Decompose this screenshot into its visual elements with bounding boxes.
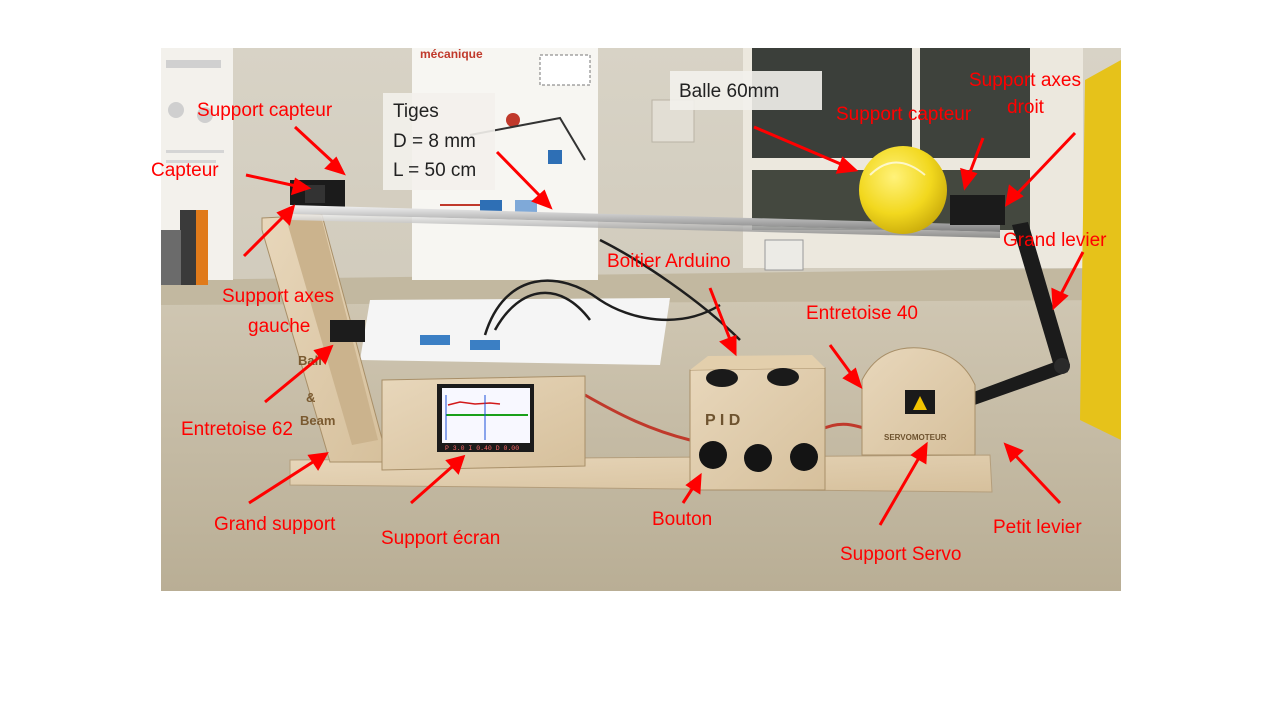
- label-tiges-diameter: D = 8 mm: [393, 131, 476, 152]
- label-boitier-arduino: Boitier Arduino: [607, 251, 731, 272]
- label-balle: Balle 60mm: [679, 81, 780, 102]
- rod-lower: [290, 214, 1000, 238]
- label-grand-support: Grand support: [214, 514, 336, 535]
- lcd-readout: P 3.0 I 0.40 D 0.00: [445, 445, 519, 452]
- servo-text: SERVOMOTEUR: [884, 433, 947, 442]
- side-text-3: Beam: [300, 413, 335, 428]
- label-tiges: Tiges: [393, 101, 439, 122]
- label-support-capteur-right: Support capteur: [836, 104, 972, 125]
- label-capteur: Capteur: [151, 160, 219, 181]
- balle-note-box: [670, 71, 822, 110]
- label-entretoise-40: Entretoise 40: [806, 303, 918, 324]
- rod-upper: [290, 205, 1000, 232]
- yellow-door: [1080, 60, 1121, 440]
- label-support-axes-gauche-line1: Support axes: [222, 286, 334, 307]
- label-tiges-length: L = 50 cm: [393, 160, 477, 181]
- label-support-axes-droit-line1: Support axes: [969, 70, 1081, 91]
- label-support-servo: Support Servo: [840, 544, 962, 565]
- label-support-capteur-left: Support capteur: [197, 100, 333, 121]
- label-petit-levier: Petit levier: [993, 517, 1082, 538]
- ball: [859, 146, 947, 234]
- side-text-1: Ball: [298, 353, 322, 368]
- label-support-axes-droit-line2: droit: [1007, 97, 1044, 118]
- poster-title: mécanique: [420, 47, 483, 61]
- label-grand-levier: Grand levier: [1003, 230, 1107, 251]
- label-support-ecran: Support écran: [381, 528, 501, 549]
- label-support-axes-gauche-line2: gauche: [248, 316, 311, 337]
- pid-text: P I D: [705, 412, 740, 429]
- tiges-note-box: [383, 93, 495, 190]
- grand-levier-bar: [1012, 222, 1070, 370]
- label-bouton: Bouton: [652, 509, 713, 530]
- side-text-2: &: [306, 390, 315, 405]
- annotation-arrows: [242, 125, 1085, 526]
- label-entretoise-62: Entretoise 62: [181, 419, 293, 440]
